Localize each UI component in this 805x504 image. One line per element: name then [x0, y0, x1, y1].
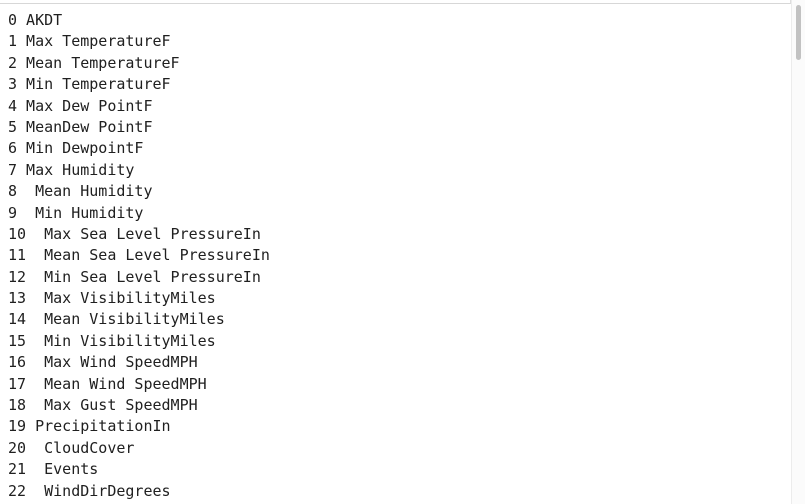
output-line: 19 PrecipitationIn — [8, 417, 171, 436]
pandas-index-output: 0 AKDT 1 Max TemperatureF 2 Mean Temperatu… — [0, 4, 791, 502]
output-line: 6 Min DewpointF — [8, 139, 144, 158]
page-vertical-scrollbar[interactable] — [791, 0, 805, 504]
output-line: 4 Max Dew PointF — [8, 96, 153, 115]
output-line: 2 Mean TemperatureF — [8, 53, 180, 72]
output-line: 12 Min Sea Level PressureIn — [8, 267, 261, 286]
output-line: 0 AKDT — [8, 11, 63, 29]
output-line: 22 WindDirDegrees — [8, 481, 171, 500]
output-line: 3 Min TemperatureF — [8, 75, 171, 94]
output-line: 11 Mean Sea Level PressureIn — [8, 246, 270, 265]
output-line: 21 Events — [8, 460, 99, 479]
output-line: 1 Max TemperatureF — [8, 32, 171, 51]
output-line: 10 Max Sea Level PressureIn — [8, 224, 261, 243]
output-line: 20 CloudCover — [8, 438, 135, 457]
output-line: 16 Max Wind SpeedMPH — [8, 353, 198, 372]
output-line: 17 Mean Wind SpeedMPH — [8, 374, 207, 393]
output-line: 9 Min Humidity — [8, 203, 144, 222]
code-cell-bottom-rule — [0, 0, 791, 4]
output-line: 8 Mean Humidity — [8, 182, 153, 201]
cell-output-area[interactable]: 0 AKDT 1 Max TemperatureF 2 Mean Temperatu… — [0, 4, 791, 504]
output-line: 18 Max Gust SpeedMPH — [8, 396, 198, 415]
page-vertical-scrollbar-thumb[interactable] — [796, 5, 801, 60]
output-line: 15 Min VisibilityMiles — [8, 331, 216, 350]
output-line: 7 Max Humidity — [8, 160, 135, 179]
output-line: 13 Max VisibilityMiles — [8, 289, 216, 308]
output-line: 14 Mean VisibilityMiles — [8, 310, 225, 329]
output-line: 5 MeanDew PointF — [8, 117, 153, 136]
